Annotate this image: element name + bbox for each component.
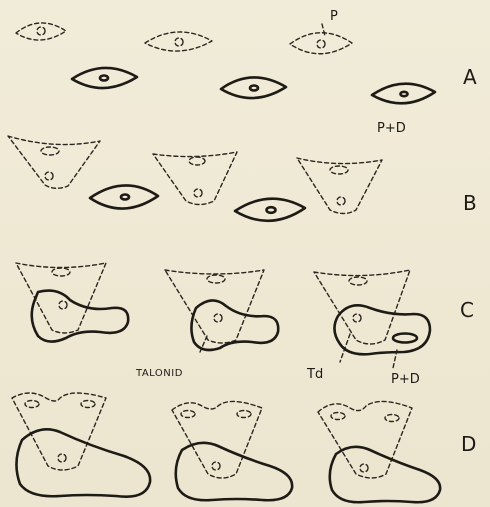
row-b-lower-tooth-1 [90,185,158,208]
label-p-plus-d-c: P+D [391,372,420,387]
label-td: Td [306,367,323,382]
row-label-d: D [461,432,476,456]
row-b-lower-tooth-2 [235,199,305,221]
row-b-upper-tooth-1 [8,136,100,188]
row-a-lower-tooth-1 [72,68,137,88]
row-d-upper-tooth-2 [172,401,262,478]
label-p-plus-d-a: P+D [377,121,406,136]
row-c-upper-tooth-1 [16,263,106,333]
row-d-lower-tooth-2 [176,443,292,500]
row-c-lower-tooth-1 [32,291,128,342]
row-c-upper-tooth-2 [165,270,264,352]
row-b [8,136,382,221]
row-c-upper-tooth-3 [314,270,410,362]
row-b-upper-tooth-3 [297,158,382,214]
row-label-b: B [463,191,477,215]
row-a-lower-tooth-2 [221,77,286,98]
row-a-upper-tooth-2 [145,32,212,51]
row-b-upper-tooth-2 [153,152,237,205]
label-talonid: TALONID [135,368,183,379]
row-d [12,393,440,502]
row-a: P P+D [16,9,435,136]
row-a-lower-tooth-3 [372,84,435,104]
row-label-c: C [460,298,474,322]
row-c: TALONID Td P+D [16,263,430,387]
label-p: P [330,9,338,24]
row-label-a: A [463,65,477,89]
row-a-upper-tooth-3 [290,24,352,54]
row-a-upper-tooth-1 [16,23,66,40]
row-d-lower-tooth-1 [16,429,150,496]
